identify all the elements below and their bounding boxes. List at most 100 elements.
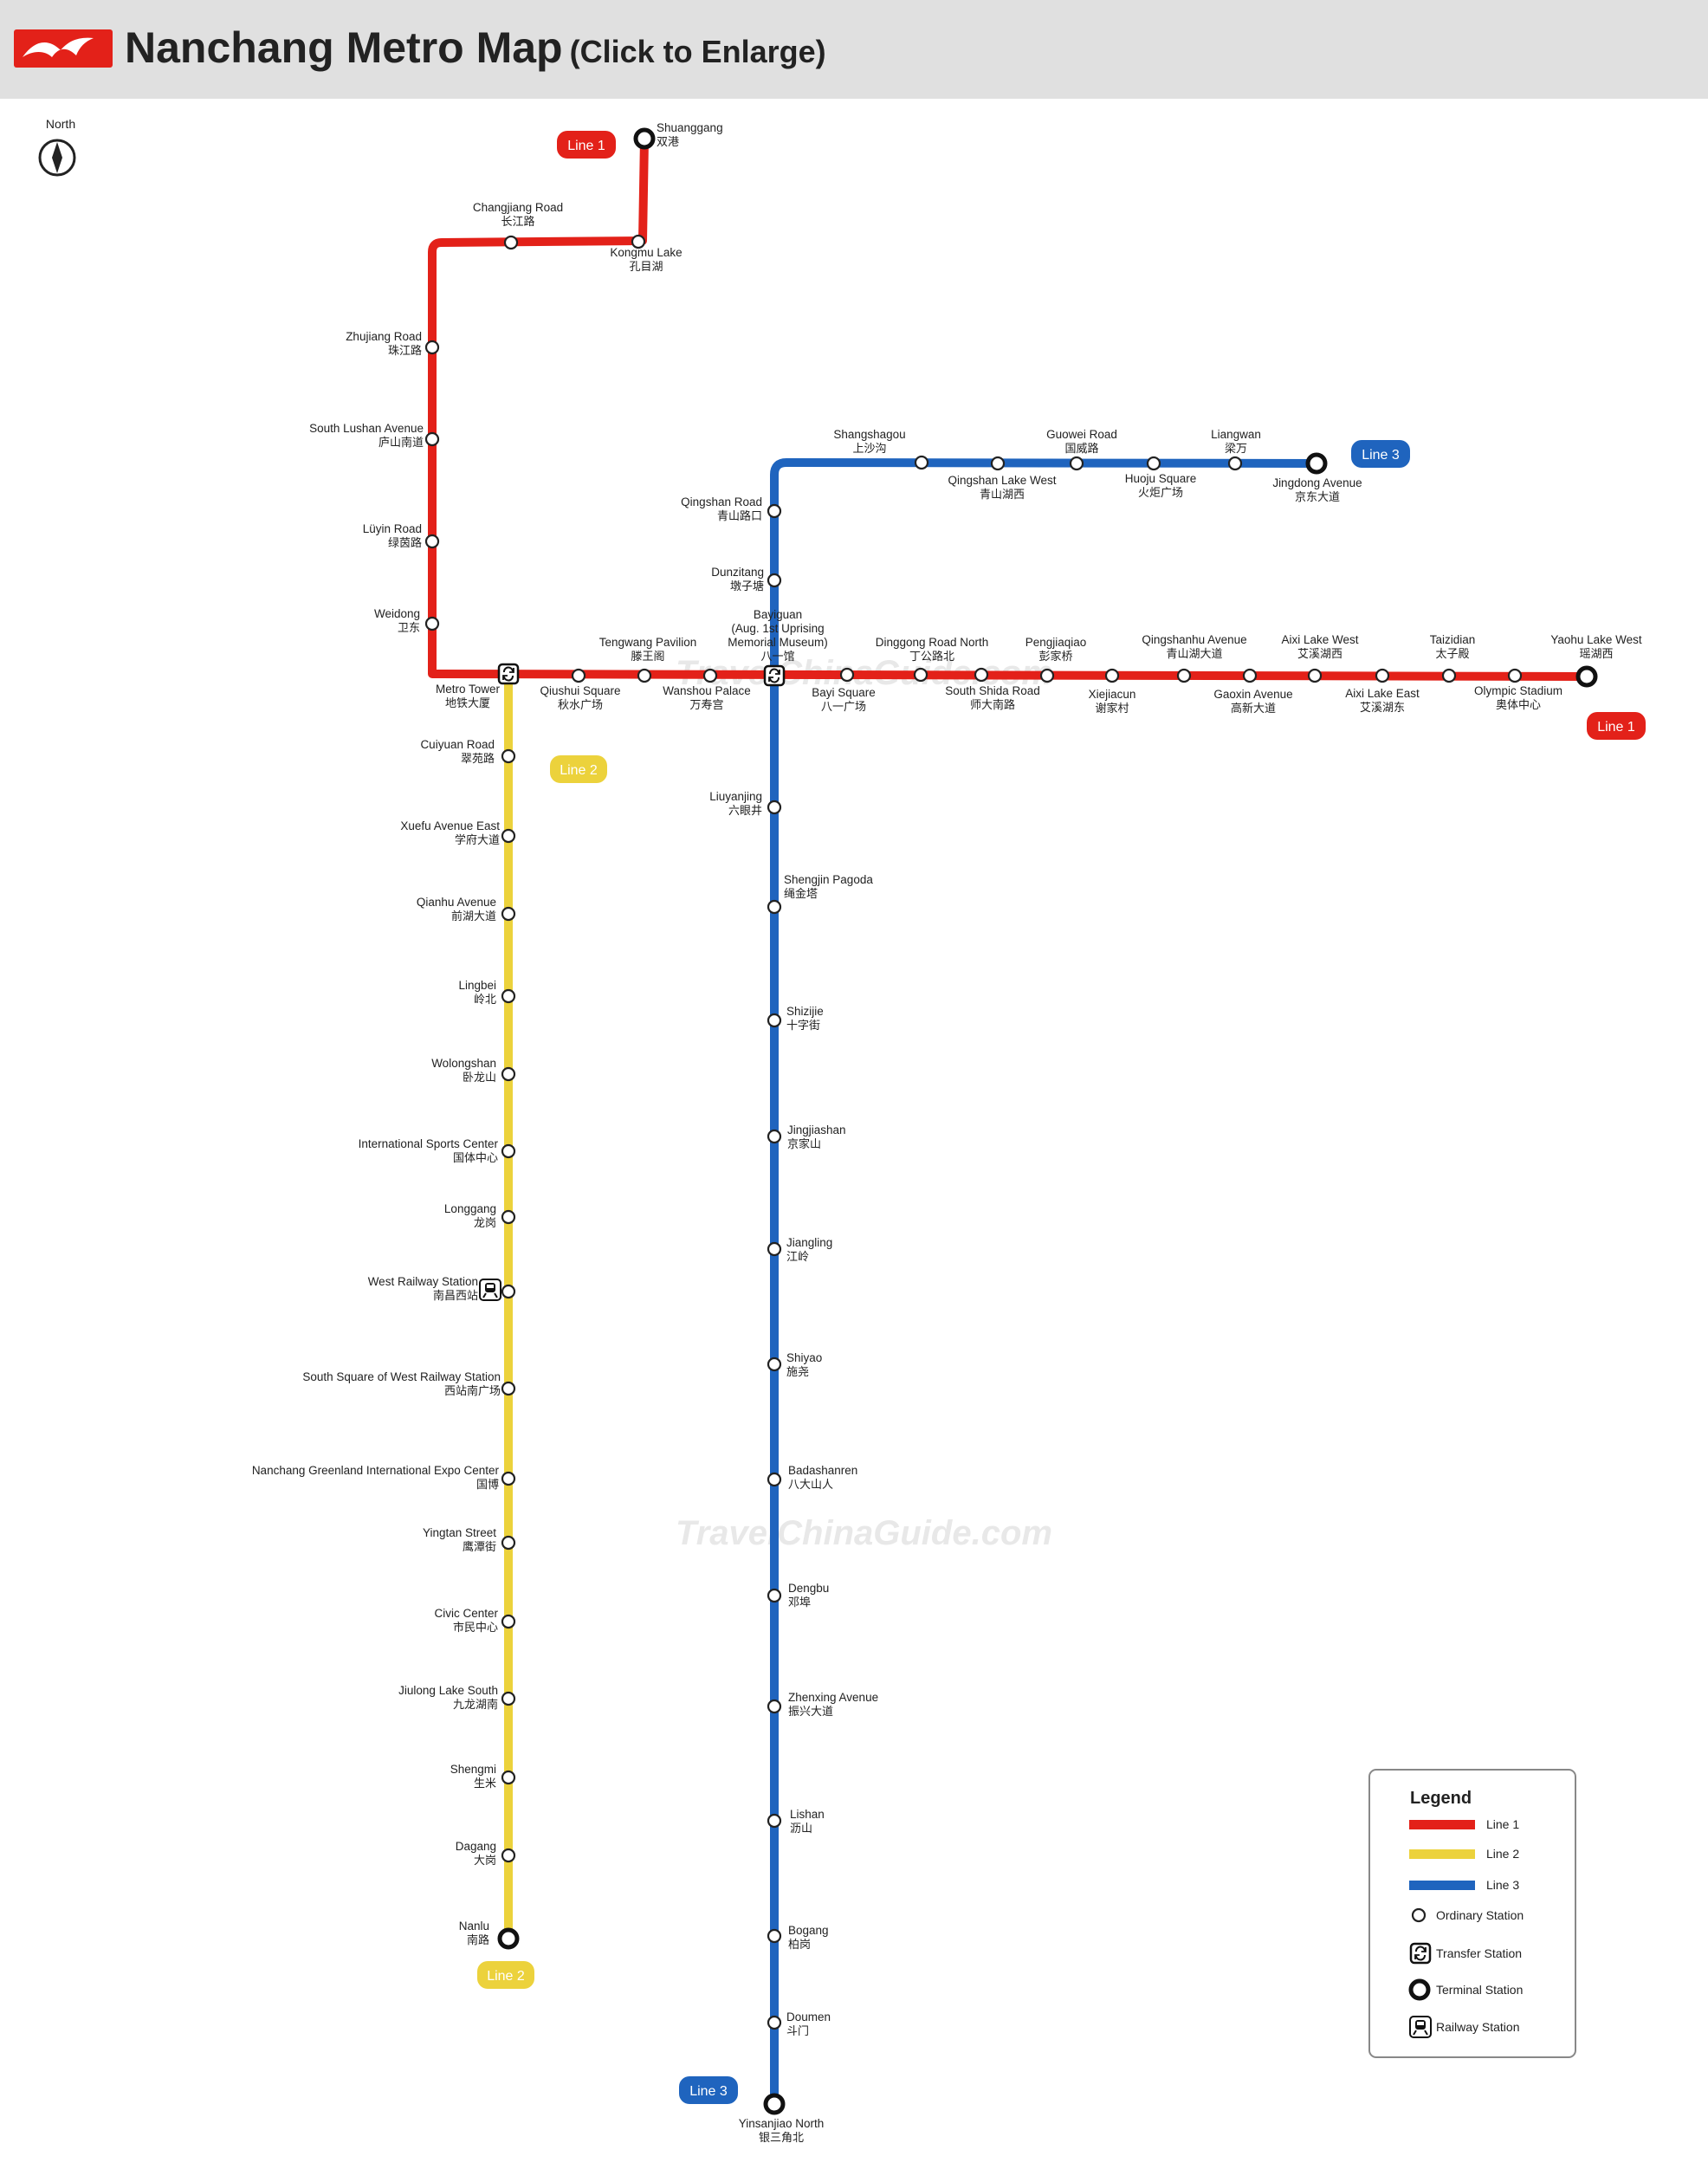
station-gaoxin-avenue-marker[interactable]: [1242, 668, 1258, 683]
station-xiejiacun-marker[interactable]: [1104, 668, 1120, 683]
station-aixi-lake-east-label-zh: 艾溪湖东: [1360, 701, 1405, 714]
station-civic-center-marker[interactable]: [501, 1614, 516, 1629]
station-jingjiashan-marker[interactable]: [767, 1129, 782, 1144]
station-longgang-marker[interactable]: [501, 1209, 516, 1225]
station-cuiyuan-road-label: Cuiyuan Road: [420, 738, 495, 751]
station-huoju-square-marker[interactable]: [1146, 456, 1161, 471]
station-dinggong-road-north-marker[interactable]: [913, 667, 928, 683]
station-weidong-label: Weidong: [374, 607, 420, 620]
station-zhenxing-avenue-marker[interactable]: [767, 1699, 782, 1714]
station-yinsanjiao-north-marker[interactable]: [763, 2093, 786, 2115]
station-qingshan-road-label: Qingshan Road: [681, 495, 762, 508]
station-wanshou-palace-marker[interactable]: [702, 668, 718, 683]
station-taizidian-marker[interactable]: [1441, 668, 1457, 683]
station-south-shida-road-marker[interactable]: [974, 667, 989, 683]
enlarge-hint[interactable]: (Click to Enlarge): [569, 34, 826, 69]
station-xuefu-avenue-east-marker[interactable]: [501, 828, 516, 844]
station-lishan-marker[interactable]: [767, 1813, 782, 1829]
station-nanchang-greenland-international-expo-center-marker[interactable]: [501, 1471, 516, 1486]
legend-item-line-1: Line 1: [1409, 1817, 1519, 1831]
station-jingjiashan-label-zh: 京家山: [787, 1137, 821, 1150]
station-weidong-label-zh: 卫东: [398, 621, 420, 634]
station-longgang-label-zh: 龙岗: [474, 1216, 496, 1229]
station-bogang-marker[interactable]: [767, 1928, 782, 1944]
station-international-sports-center-marker[interactable]: [501, 1143, 516, 1159]
station-changjiang-road-label: Changjiang Road: [473, 201, 563, 214]
station-badashanren-marker[interactable]: [767, 1472, 782, 1487]
station-olympic-stadium-marker[interactable]: [1507, 668, 1523, 683]
station-south-lushan-avenue-label-zh: 庐山南道: [378, 436, 424, 449]
station-l-yin-road-marker[interactable]: [424, 534, 440, 549]
station-dunzitang-marker[interactable]: [767, 573, 782, 588]
station-yaohu-lake-west-marker[interactable]: [1575, 665, 1598, 688]
station-qiushui-square-marker[interactable]: [571, 668, 586, 683]
station-shizijie-marker[interactable]: [767, 1013, 782, 1028]
station-south-square-of-west-railway-station-marker[interactable]: [501, 1381, 516, 1396]
station-shangshagou-marker[interactable]: [914, 455, 929, 470]
station-nanlu-marker[interactable]: [497, 1927, 520, 1950]
station-bayi-square-marker[interactable]: [839, 667, 855, 683]
station-bayi-square-label-zh: 八一广场: [821, 700, 866, 713]
station-liuyanjing-marker[interactable]: [767, 800, 782, 815]
station-jingdong-avenue-marker[interactable]: [1305, 452, 1328, 475]
station-metro-tower-label: Metro Tower: [436, 683, 501, 696]
legend-label: Railway Station: [1436, 2020, 1520, 2034]
station-shuanggang-marker[interactable]: [633, 127, 656, 150]
station-qiushui-square-label-zh: 秋水广场: [558, 698, 603, 711]
station-jiangling-marker[interactable]: [767, 1241, 782, 1257]
station-shengjin-pagoda-marker[interactable]: [767, 899, 782, 915]
legend-item-ordinary-station: Ordinary Station: [1411, 1907, 1524, 1923]
legend-item-transfer-station: Transfer Station: [1409, 1942, 1522, 1965]
station-shengmi-marker[interactable]: [501, 1770, 516, 1785]
station-west-railway-station-marker[interactable]: [501, 1284, 516, 1299]
station-guowei-road-label-zh: 国威路: [1064, 442, 1098, 455]
station-wolongshan-marker[interactable]: [501, 1066, 516, 1082]
station-qianhu-avenue-marker[interactable]: [501, 906, 516, 922]
station-tengwang-pavilion-marker[interactable]: [637, 668, 652, 683]
station-metro-tower-label-zh: 地铁大厦: [445, 696, 490, 709]
station-metro-tower-marker[interactable]: [497, 663, 520, 685]
station-dagang-label: Dagang: [456, 1840, 496, 1853]
station-dagang-marker[interactable]: [501, 1848, 516, 1863]
station-shiyao-marker[interactable]: [767, 1356, 782, 1372]
station-wanshou-palace-label-zh: 万寿宫: [689, 698, 723, 711]
station-lingbei-marker[interactable]: [501, 988, 516, 1004]
station-guowei-road-marker[interactable]: [1069, 456, 1084, 471]
line1-badge-label: Line 1: [1597, 720, 1635, 735]
station-aixi-lake-west-marker[interactable]: [1307, 668, 1323, 683]
transfer-station-icon[interactable]: [1409, 1942, 1432, 1965]
station-kongmu-lake-marker[interactable]: [631, 234, 646, 249]
station-nanchang-greenland-international-expo-center-label: Nanchang Greenland International Expo Ce…: [252, 1464, 500, 1477]
station-wolongshan-label-zh: 卧龙山: [463, 1071, 496, 1084]
station-liangwan-marker[interactable]: [1227, 456, 1243, 471]
station-aixi-lake-east-marker[interactable]: [1375, 668, 1390, 683]
station-bayiguan-marker[interactable]: [763, 664, 786, 687]
station-qingshanhu-avenue-marker[interactable]: [1176, 668, 1192, 683]
legend-item-railway-station: Railway Station: [1409, 2016, 1520, 2038]
station-xuefu-avenue-east-label: Xuefu Avenue East: [400, 819, 500, 832]
station-jiulong-lake-south-marker[interactable]: [501, 1691, 516, 1706]
station-pengjiaqiao-marker[interactable]: [1039, 668, 1055, 683]
station-shengjin-pagoda-label-zh: 绳金塔: [784, 887, 818, 900]
station-badashanren-label: Badashanren: [788, 1464, 857, 1477]
station-jiulong-lake-south-label-zh: 九龙湖南: [453, 1698, 498, 1711]
station-shizijie-label-zh: 十字街: [786, 1019, 820, 1032]
station-bayiguan-label-zh: 八一馆: [760, 650, 794, 663]
station-dengbu-marker[interactable]: [767, 1588, 782, 1603]
station-cuiyuan-road-marker[interactable]: [501, 748, 516, 764]
station-doumen-marker[interactable]: [767, 2015, 782, 2030]
page-title[interactable]: Nanchang Metro Map(Click to Enlarge): [125, 23, 826, 72]
station-shuanggang-label: Shuanggang: [657, 121, 723, 134]
terminal-station-icon[interactable]: [1408, 1978, 1431, 2001]
station-yingtan-street-label: Yingtan Street: [423, 1526, 496, 1539]
station-changjiang-road-marker[interactable]: [503, 235, 519, 250]
railway-station-icon: [1409, 2016, 1432, 2038]
station-south-lushan-avenue-marker[interactable]: [424, 431, 440, 447]
station-yingtan-street-marker[interactable]: [501, 1535, 516, 1551]
station-weidong-marker[interactable]: [424, 616, 440, 631]
station-qingshan-road-marker[interactable]: [767, 503, 782, 519]
station-qingshan-lake-west-marker[interactable]: [990, 456, 1006, 471]
ordinary-station-icon[interactable]: [1411, 1907, 1427, 1923]
station-zhujiang-road-marker[interactable]: [424, 340, 440, 355]
